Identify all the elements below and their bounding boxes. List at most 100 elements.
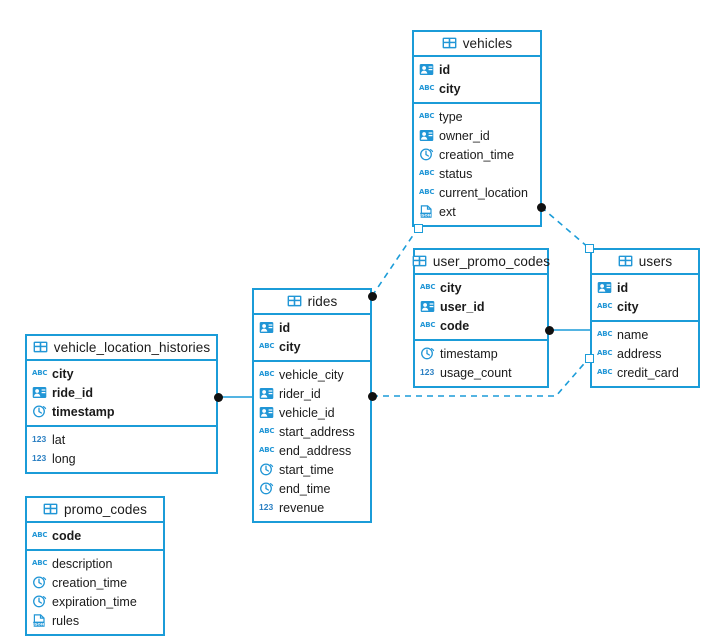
- primary-key-row[interactable]: user_id: [415, 297, 547, 316]
- abc-string-icon: ABC: [259, 342, 275, 350]
- relationship-target-square: [584, 243, 594, 253]
- column-name: creation_time: [52, 575, 128, 590]
- table-name: user_promo_codes: [432, 254, 551, 269]
- primary-key-row[interactable]: id: [414, 60, 540, 79]
- column-name: user_id: [440, 299, 485, 314]
- abc-string-icon: ABC: [259, 427, 275, 435]
- clock-icon: [259, 482, 274, 495]
- table-name: vehicles: [462, 36, 513, 51]
- abc-string-icon: ABC: [259, 446, 275, 454]
- clock-icon: [32, 405, 47, 418]
- column-name: id: [617, 280, 629, 295]
- column-name: address: [617, 346, 662, 361]
- column-name: revenue: [279, 500, 325, 515]
- clock-icon: [32, 576, 47, 589]
- column-row[interactable]: creation_time: [414, 145, 540, 164]
- column-name: ext: [439, 204, 456, 219]
- column-name: owner_id: [439, 128, 490, 143]
- relationship-source-dot: [213, 392, 223, 402]
- primary-key-row[interactable]: id: [592, 278, 698, 297]
- table-grid-icon: [412, 255, 427, 268]
- primary-key-row[interactable]: ABC city: [254, 337, 370, 356]
- table-header[interactable]: user_promo_codes: [412, 250, 551, 275]
- column-name: credit_card: [617, 365, 679, 380]
- column-row[interactable]: vehicle_id: [254, 403, 370, 422]
- table-header[interactable]: vehicles: [414, 32, 540, 57]
- column-row[interactable]: start_time: [254, 460, 370, 479]
- table-header[interactable]: users: [592, 250, 698, 275]
- relationship-vehicles-to-users[interactable]: [540, 206, 590, 249]
- column-row[interactable]: owner_id: [414, 126, 540, 145]
- column-name: status: [439, 166, 473, 181]
- clock-icon: [259, 463, 274, 476]
- relationship-target-square: [584, 353, 594, 363]
- table-header[interactable]: vehicle_location_histories: [27, 336, 216, 361]
- column-row[interactable]: 123 revenue: [254, 498, 370, 517]
- column-row[interactable]: timestamp: [415, 344, 547, 363]
- relationship-source-dot: [367, 291, 377, 301]
- relationship-source-dot: [536, 202, 546, 212]
- column-name: city: [279, 339, 301, 354]
- primary-key-row[interactable]: timestamp: [27, 402, 216, 421]
- column-name: city: [52, 366, 74, 381]
- column-name: lat: [52, 432, 66, 447]
- table-grid-icon: [287, 295, 302, 308]
- column-name: city: [439, 81, 461, 96]
- number-icon: 123: [259, 502, 274, 512]
- table-grid-icon: [33, 341, 48, 354]
- column-row[interactable]: expiration_time: [27, 592, 163, 611]
- column-name: rules: [52, 613, 80, 628]
- table-grid-icon: [43, 503, 58, 516]
- key-card-icon: [259, 321, 274, 334]
- column-name: city: [440, 280, 462, 295]
- column-name: end_time: [279, 481, 331, 496]
- column-row[interactable]: creation_time: [27, 573, 163, 592]
- column-name: current_location: [439, 185, 528, 200]
- column-row[interactable]: rider_id: [254, 384, 370, 403]
- column-name: name: [617, 327, 649, 342]
- table-grid-icon: [618, 255, 633, 268]
- primary-key-row[interactable]: id: [254, 318, 370, 337]
- key-card-icon: [259, 406, 274, 419]
- primary-key-row[interactable]: ride_id: [27, 383, 216, 402]
- key-card-icon: [420, 300, 435, 313]
- key-card-icon: [259, 387, 274, 400]
- clock-icon: [419, 148, 434, 161]
- table-name: users: [638, 254, 673, 269]
- column-row[interactable]: end_time: [254, 479, 370, 498]
- table-header[interactable]: promo_codes: [27, 498, 163, 523]
- column-name: timestamp: [440, 346, 498, 361]
- table-header[interactable]: rides: [254, 290, 370, 315]
- column-name: city: [617, 299, 639, 314]
